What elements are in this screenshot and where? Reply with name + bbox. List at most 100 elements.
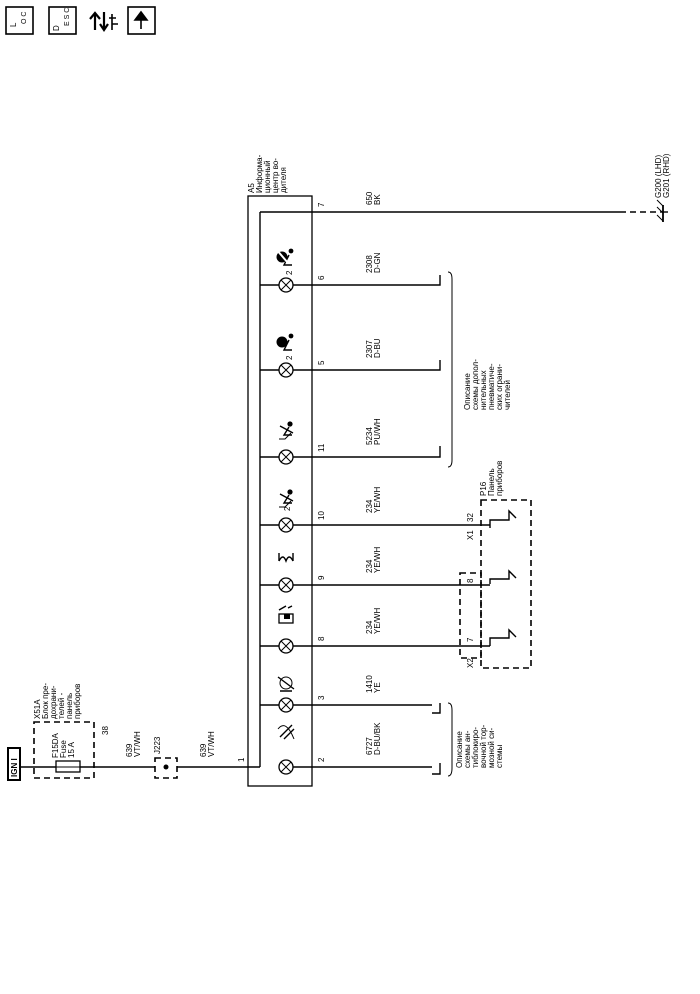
module-pin: 11 [317, 443, 326, 452]
svg-text:Описание: Описание [463, 373, 472, 410]
wire-639-num-a: 639 [125, 743, 134, 757]
svg-text:нительных: нительных [479, 370, 488, 410]
svg-text:вочной тор-: вочной тор- [479, 724, 488, 768]
svg-text:приборов: приборов [73, 684, 82, 719]
svg-text:Панель: Панель [487, 468, 496, 496]
fuse-block-x51a: X51A Блок пре- дохрани- телей - панель п… [33, 683, 95, 779]
wire-number: 5234 [365, 427, 374, 445]
wire-color: YE/WH [373, 608, 382, 634]
wire-color: YE/WH [373, 547, 382, 573]
airbag-off-2-icon: 2 [275, 248, 294, 275]
svg-text:O C: O C [21, 12, 28, 24]
svg-text:J223: J223 [153, 736, 162, 754]
svg-text:тиблокиро-: тиблокиро- [471, 727, 480, 768]
desc-icon[interactable]: D E S C [48, 6, 77, 35]
module-pin: 8 [317, 636, 326, 641]
svg-text:телей -: телей - [57, 692, 66, 719]
svg-text:7: 7 [466, 637, 475, 642]
wire-number: 6727 [365, 737, 374, 755]
ground-icon [656, 199, 668, 222]
indicator-lamp-icon [278, 277, 294, 293]
svg-text:Блок пре-: Блок пре- [41, 683, 50, 719]
svg-text:32: 32 [466, 513, 475, 522]
connector-j223: J223 [153, 736, 178, 779]
svg-text:8: 8 [466, 578, 475, 583]
brake-warning-icon [277, 676, 295, 692]
svg-text:P16: P16 [479, 481, 488, 496]
loc-icon[interactable]: L O C [5, 6, 34, 35]
module-pin: 3 [317, 695, 326, 700]
svg-text:схемы допол-: схемы допол- [471, 359, 480, 410]
instrument-panel-p16: P16 Панель приборов X1 32 X2 8 7 [459, 461, 532, 669]
indicator-lamp-icon [278, 759, 294, 775]
wire-639-num-b: 639 [199, 743, 208, 757]
fuse-pin-38: 38 [101, 726, 110, 735]
svg-text:Описание: Описание [455, 731, 464, 768]
wire-639-color-a: VT/WH [133, 731, 142, 757]
svg-text:ских ограни-: ских ограни- [495, 364, 504, 410]
svg-text:схемы ан-: схемы ан- [463, 730, 472, 768]
indicator-lamp-icon [278, 362, 294, 378]
svg-text:чителей: чителей [503, 380, 512, 410]
module-pin: 10 [317, 511, 326, 520]
indicator-lamp-icon [278, 577, 294, 593]
svg-text:A5: A5 [247, 183, 256, 193]
wire-color: PU/WH [373, 418, 382, 445]
airbag-reference: Описание схемы допол- нительных пневмати… [432, 271, 512, 468]
fuel-door-icon [278, 605, 294, 624]
svg-text:15 A: 15 A [67, 741, 76, 758]
power-ground-icon[interactable] [89, 11, 118, 32]
ign-source: IGN I [7, 747, 21, 781]
wire-color: D-BU/BK [373, 722, 382, 755]
wire-number: 650 [365, 191, 374, 205]
svg-text:пневматиче-: пневматиче- [487, 363, 496, 410]
module-pin: 6 [317, 275, 326, 280]
ground-circuit: G200 (LHD) G201 (RHD) [260, 153, 671, 222]
svg-text:D: D [52, 25, 61, 31]
svg-text:F15DA: F15DA [51, 732, 60, 758]
svg-text:2: 2 [283, 506, 292, 511]
svg-text:ционный: ционный [263, 160, 272, 193]
svg-text:L: L [9, 22, 18, 27]
module-pin: 2 [317, 757, 326, 762]
ground-label-rhd: G201 (RHD) [662, 153, 671, 198]
svg-text:приборов: приборов [495, 461, 504, 496]
wire-color: D-BU [373, 338, 382, 358]
fuse-f15da [55, 760, 81, 773]
wire-number: 234 [365, 559, 374, 573]
module-pin-1: 1 [237, 757, 246, 762]
wire-color: YE [373, 682, 382, 693]
indicator-lamp-icon [278, 517, 294, 533]
wire-number: 1410 [365, 675, 374, 693]
indicator-lamp-icon [278, 638, 294, 654]
svg-text:2: 2 [285, 270, 294, 275]
svg-text:Fuse: Fuse [59, 740, 68, 758]
svg-text:дохрани-: дохрани- [49, 685, 58, 719]
svg-text:дителя: дителя [279, 167, 288, 193]
ground-label-lhd: G200 (LHD) [654, 155, 663, 198]
airbag-2-icon: 2 [276, 333, 294, 360]
svg-text:X51A: X51A [33, 699, 42, 719]
up-arrow-icon[interactable] [127, 6, 156, 35]
module-pin: 7 [317, 202, 326, 207]
svg-text:E S C: E S C [64, 8, 71, 26]
wire-number: 2308 [365, 255, 374, 273]
svg-text:Информа-: Информа- [255, 154, 264, 193]
svg-text:центр во-: центр во- [271, 158, 280, 193]
svg-text:X1: X1 [466, 530, 475, 540]
wire-number: 2307 [365, 340, 374, 358]
wire-color: YE/WH [373, 487, 382, 513]
glow-plug-icon [278, 553, 294, 563]
wire-color: BK [373, 194, 382, 205]
parking-brake-icon [277, 724, 295, 740]
module-pin: 9 [317, 575, 326, 580]
wire-number: 234 [365, 620, 374, 634]
wire-number: 234 [365, 499, 374, 513]
